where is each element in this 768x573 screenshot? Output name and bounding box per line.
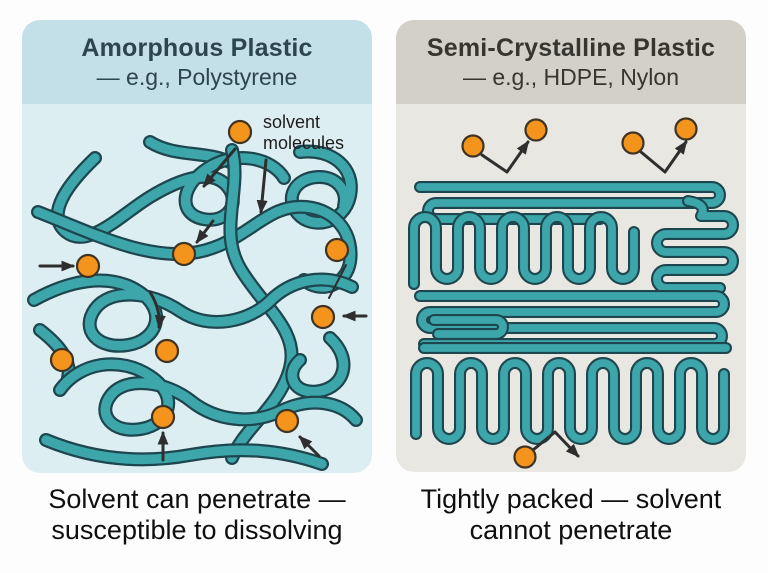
solvent-label-line2: molecules bbox=[263, 133, 345, 153]
amorphous-caption-line2: susceptible to dissolving bbox=[51, 515, 343, 545]
semicrystalline-panel: Semi-Crystalline Plastic — e.g., HDPE, N… bbox=[396, 20, 746, 472]
semicrystalline-subtitle: — e.g., HDPE, Nylon bbox=[462, 63, 680, 90]
amorphous-subtitle: — e.g., Polystyrene bbox=[96, 63, 298, 90]
solvent-molecules-label: solvent molecules bbox=[263, 112, 344, 154]
amorphous-panel: Amorphous Plastic — e.g., Polystyrene bbox=[22, 20, 372, 473]
solvent-label-line1: solvent bbox=[263, 112, 321, 132]
amorphous-caption: Solvent can penetrate — susceptible to d… bbox=[22, 484, 372, 546]
semicrystalline-caption-line2: cannot penetrate bbox=[469, 515, 673, 545]
semicrystalline-caption-line1: Tightly packed — solvent bbox=[420, 484, 722, 514]
amorphous-caption-line1: Solvent can penetrate — bbox=[48, 484, 346, 514]
semicrystalline-title: Semi-Crystalline Plastic bbox=[426, 33, 716, 62]
semicrystalline-caption: Tightly packed — solvent cannot penetrat… bbox=[396, 484, 746, 546]
amorphous-panel-header: Amorphous Plastic — e.g., Polystyrene bbox=[22, 20, 372, 104]
semicrystalline-panel-header: Semi-Crystalline Plastic — e.g., HDPE, N… bbox=[396, 20, 746, 104]
amorphous-title: Amorphous Plastic bbox=[81, 33, 313, 62]
